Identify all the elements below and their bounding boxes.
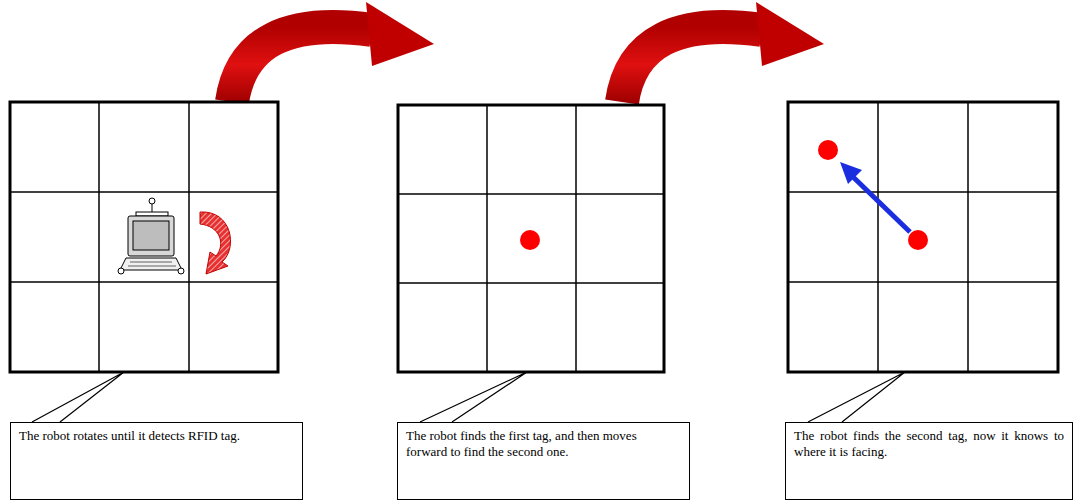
- callout-box: The robot finds the second tag, now it k…: [785, 422, 1073, 500]
- rfid-tag: [908, 230, 928, 250]
- transition-arrow: [232, 2, 434, 102]
- callout-text: The robot finds the second tag, now it k…: [794, 428, 1064, 461]
- rfid-tag: [520, 230, 540, 250]
- rfid-tag: [818, 140, 838, 160]
- rotation-arrow: [200, 212, 231, 274]
- floor-grid: [788, 102, 1058, 372]
- heading-arrow: [840, 162, 910, 232]
- floor-grid: [398, 105, 664, 372]
- robot-icon: [118, 198, 184, 274]
- callout-box: The robot finds the first tag, and then …: [397, 422, 690, 500]
- callout-text: The robot rotates until it detects RFID …: [19, 428, 294, 444]
- transition-arrow: [622, 2, 824, 102]
- floor-grid: [10, 102, 278, 372]
- callout-pointer: [32, 372, 905, 422]
- callout-text: The robot finds the first tag, and then …: [406, 428, 681, 461]
- callout-box: The robot rotates until it detects RFID …: [10, 422, 303, 500]
